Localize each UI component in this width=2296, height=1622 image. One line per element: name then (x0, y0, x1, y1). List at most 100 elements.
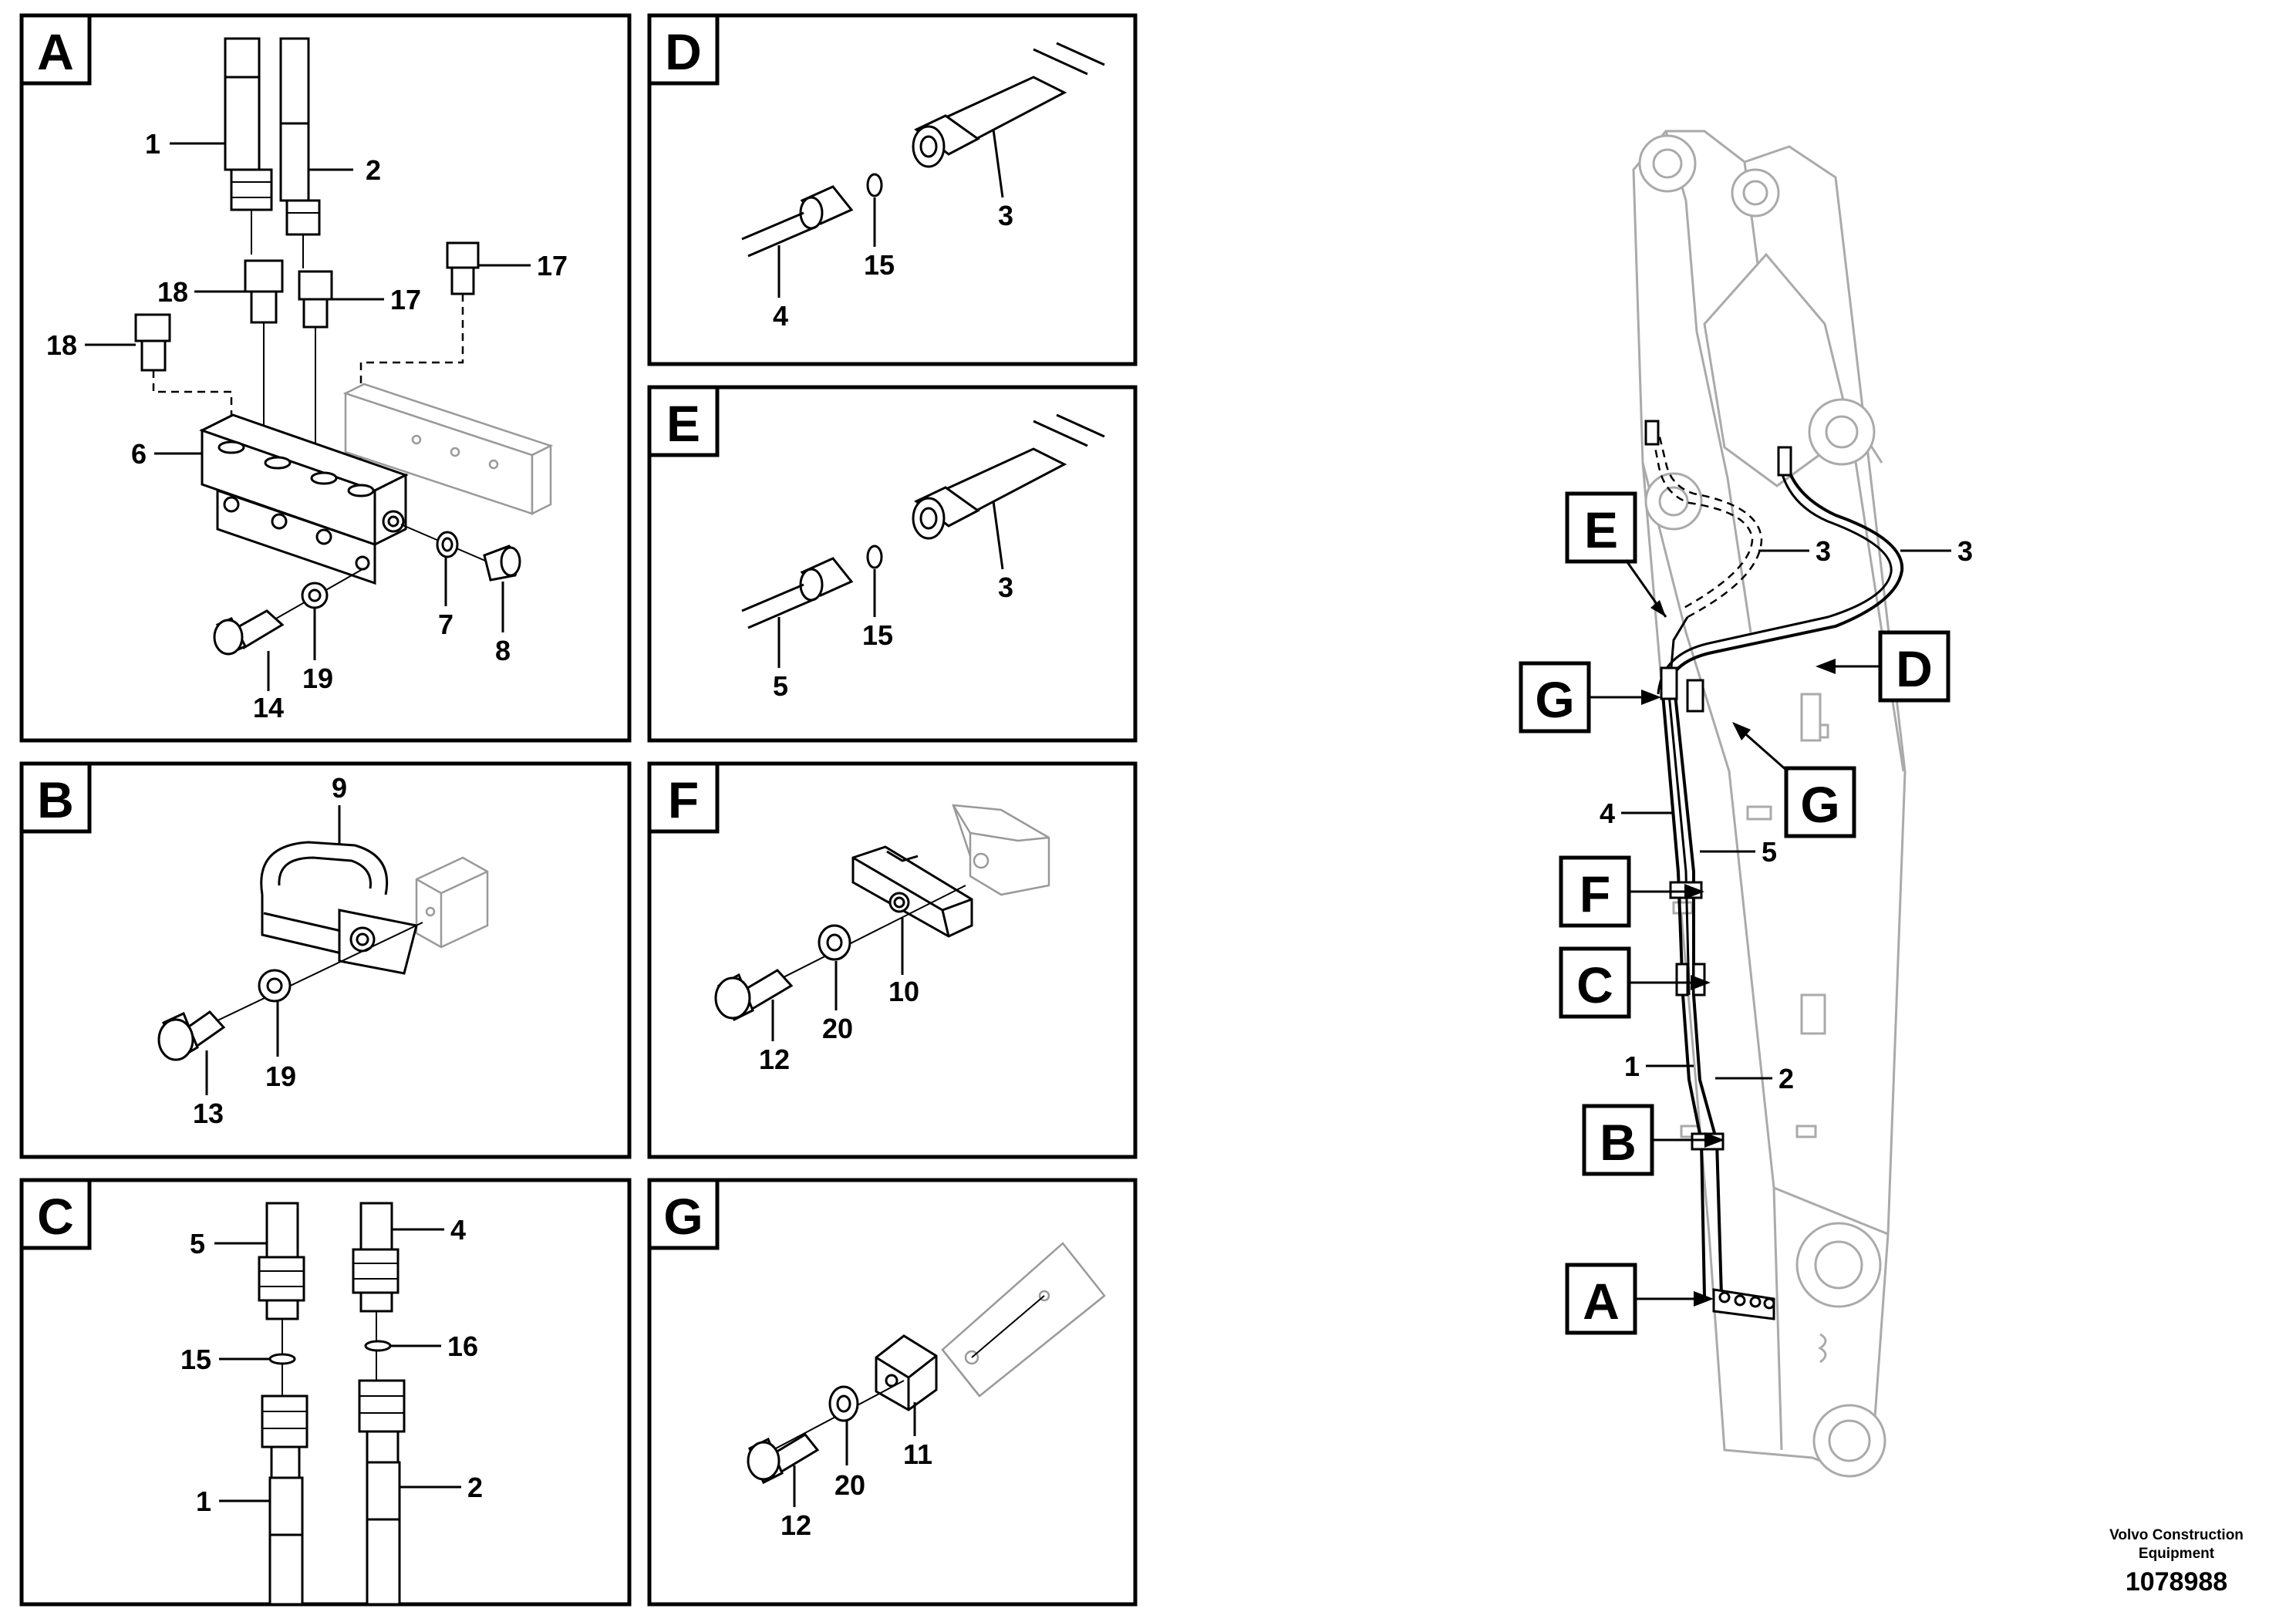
overview-tag-g-left: G (1519, 661, 1661, 733)
panel-c: C (19, 1178, 632, 1607)
overview-callout-4: 4 (1600, 798, 1615, 829)
overview-hose-5 (1674, 693, 1723, 1297)
panel-b: B 9 19 13 (19, 761, 632, 1159)
adapter-18-upper (244, 259, 284, 457)
panel-g-tag: G (663, 1188, 703, 1245)
svg-text:C: C (1576, 956, 1613, 1013)
panel-c-tag-box (19, 1178, 92, 1250)
panel-d: D 3 15 4 (647, 13, 1138, 366)
callout-15-d: 15 (864, 249, 895, 281)
callout-5-c: 5 (190, 1228, 205, 1259)
panel-f-tag: F (668, 771, 699, 828)
panel-e-tag-box (647, 385, 720, 457)
callout-13: 13 (193, 1098, 224, 1129)
svg-text:E: E (1584, 501, 1618, 558)
panel-e-tag: E (666, 395, 700, 452)
callout-18-upper: 18 (157, 276, 188, 308)
callout-1-c: 1 (196, 1485, 211, 1517)
overview-callout-1: 1 (1624, 1050, 1640, 1082)
panel-g: G 11 20 12 (647, 1178, 1138, 1607)
bolt-13 (157, 1010, 226, 1061)
overview-callout-3-dashed: 3 (1816, 535, 1831, 567)
callout-18-left: 18 (46, 329, 77, 361)
clamp-9 (260, 841, 418, 975)
overview-tag-c: C (1559, 946, 1711, 1019)
hose-2-end (358, 1379, 406, 1606)
overview-tag-e: E (1565, 491, 1667, 618)
o-ring-16 (364, 1340, 392, 1352)
callout-20-f: 20 (822, 1013, 853, 1044)
ghost-bracket-f (952, 804, 1050, 896)
overview-hose-4 (1661, 693, 1706, 1297)
svg-text:B: B (1600, 1114, 1637, 1171)
callout-6: 6 (131, 438, 147, 470)
callout-1: 1 (145, 128, 160, 160)
hose-4-end-d (741, 185, 854, 258)
boom-overview: E G D G F C (1519, 130, 1973, 1478)
manifold-block-6 (199, 413, 409, 585)
clip-10 (851, 845, 973, 938)
document-number: 1078988 (2126, 1567, 2227, 1597)
svg-text:D: D (1896, 640, 1933, 697)
hose-3-end-d (912, 42, 1105, 168)
hose-1 (224, 37, 273, 255)
callout-2: 2 (366, 154, 381, 186)
callout-3-e: 3 (998, 572, 1013, 603)
callout-20-g: 20 (834, 1469, 865, 1501)
bolt-14 (213, 609, 285, 656)
callout-16-c: 16 (447, 1330, 478, 1362)
hose-4-end (352, 1202, 400, 1396)
mounting-plate (342, 383, 554, 516)
hose-1-end (261, 1394, 308, 1606)
overview-hose-3 (1664, 453, 1904, 695)
o-ring-15-d (866, 173, 883, 197)
callout-19-b: 19 (265, 1061, 296, 1092)
panel-a: A (19, 13, 632, 743)
panel-c-tag: C (37, 1188, 74, 1245)
callout-12-g: 12 (781, 1509, 811, 1541)
callout-14: 14 (253, 692, 284, 723)
overview-tag-d: D (1816, 630, 1950, 703)
overview-callout-5: 5 (1762, 836, 1777, 868)
brand-line-2: Equipment (2139, 1546, 2215, 1562)
panel-f: F 10 20 12 (647, 761, 1138, 1159)
callout-15-c: 15 (180, 1344, 211, 1375)
block-11 (875, 1334, 938, 1411)
overview-tag-f: F (1559, 855, 1704, 928)
svg-text:A: A (1583, 1273, 1620, 1330)
callout-5-e: 5 (773, 670, 788, 702)
callout-17-right: 17 (537, 250, 568, 282)
callout-2-c: 2 (467, 1472, 483, 1503)
bolt-12-f (714, 969, 794, 1022)
panel-b-tag: B (37, 771, 74, 828)
callout-3-d: 3 (998, 200, 1013, 231)
panel-a-tag: A (37, 23, 74, 80)
callout-4-d: 4 (773, 300, 788, 332)
callout-4-c: 4 (450, 1214, 466, 1246)
callout-17-upper: 17 (390, 284, 421, 315)
footer: Volvo Construction Equipment 1078988 (2109, 1527, 2244, 1597)
panel-e: E 3 15 5 (647, 385, 1138, 743)
overview-callout-2: 2 (1778, 1063, 1794, 1094)
hose-5-end-e (741, 557, 854, 629)
hose-2 (279, 37, 321, 268)
hose-3-end-e (912, 413, 1105, 540)
overview-callout-3: 3 (1957, 535, 1973, 567)
callout-12-f: 12 (759, 1044, 790, 1075)
overview-tag-a: A (1565, 1263, 1714, 1335)
brand-line-1: Volvo Construction (2109, 1527, 2244, 1543)
callout-10: 10 (888, 976, 919, 1007)
plug-8 (483, 545, 521, 582)
panel-d-tag-box (647, 13, 720, 86)
adapter-18-left (134, 313, 233, 455)
overview-manifold (1712, 1288, 1775, 1320)
panel-f-tag-box (647, 761, 720, 834)
panel-d-tag: D (665, 23, 702, 80)
callout-9: 9 (332, 772, 347, 804)
overview-tag-b: B (1582, 1104, 1725, 1176)
callout-8: 8 (495, 635, 511, 666)
adapter-17-upper (298, 270, 333, 458)
panel-a-tag-box (19, 13, 92, 86)
bolt-12-g (747, 1433, 820, 1485)
